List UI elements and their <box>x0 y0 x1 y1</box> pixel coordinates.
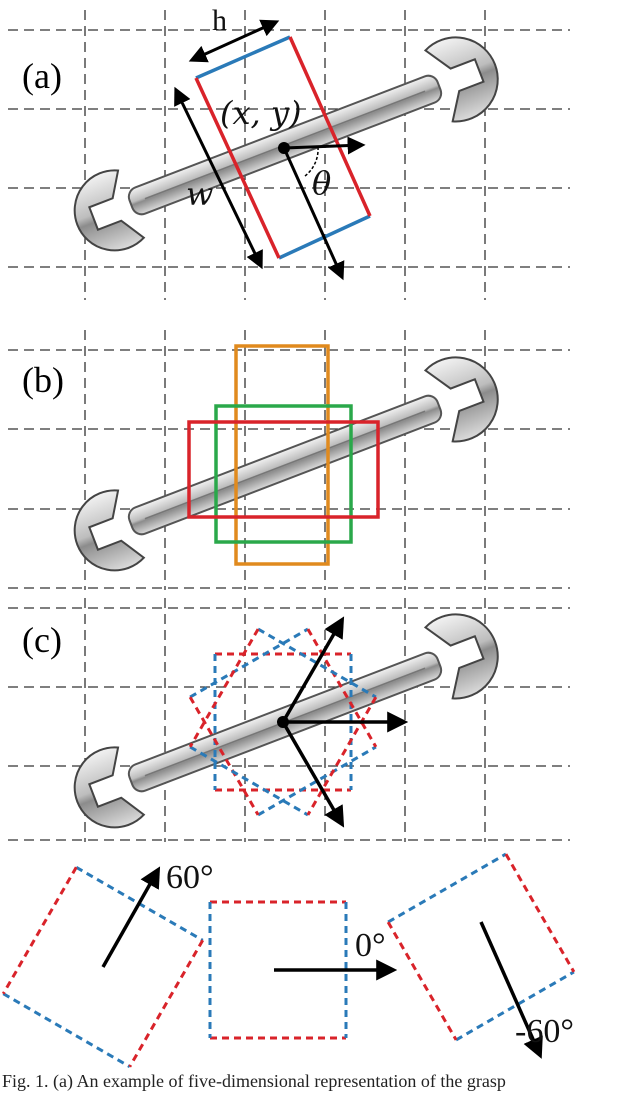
wrench-icon <box>61 344 512 585</box>
panel-c-label: (c) <box>22 620 62 660</box>
angle-examples: 60° 0° -60° <box>1 852 576 1069</box>
panel-c: (c) <box>8 598 570 842</box>
center-label: (x, y) <box>220 94 301 132</box>
grasp-rect-red <box>187 420 380 519</box>
height-arrow <box>188 19 280 63</box>
panel-a: h w (x, y) θ (a) <box>8 4 570 300</box>
x-axis-arrow <box>283 136 366 155</box>
angle-label: θ <box>312 164 331 202</box>
arrow-minus-60 <box>281 721 345 828</box>
grasp-rect-green <box>214 404 353 544</box>
rotated-grasp-squares <box>188 627 378 817</box>
angle-label-0: 0° <box>355 927 386 964</box>
panel-b-label: (b) <box>22 360 64 400</box>
figure-caption: Fig. 1. (a) An example of five-dimension… <box>2 1071 506 1091</box>
angle-label-minus-60: -60° <box>515 1013 574 1050</box>
width-arrow <box>174 86 263 270</box>
width-label: w <box>186 175 213 213</box>
orientation-arrow <box>282 147 345 281</box>
angle-arc <box>304 146 319 177</box>
angle-label-60: 60° <box>166 859 214 896</box>
grasp-rect-orange <box>234 344 330 566</box>
arrow-60 <box>281 616 345 723</box>
arrow-minus-60 <box>479 921 543 1059</box>
panel-b: (b) <box>8 330 570 590</box>
arrow-60 <box>101 866 161 968</box>
height-label: h <box>212 4 227 37</box>
panel-a-label: (a) <box>22 56 62 96</box>
